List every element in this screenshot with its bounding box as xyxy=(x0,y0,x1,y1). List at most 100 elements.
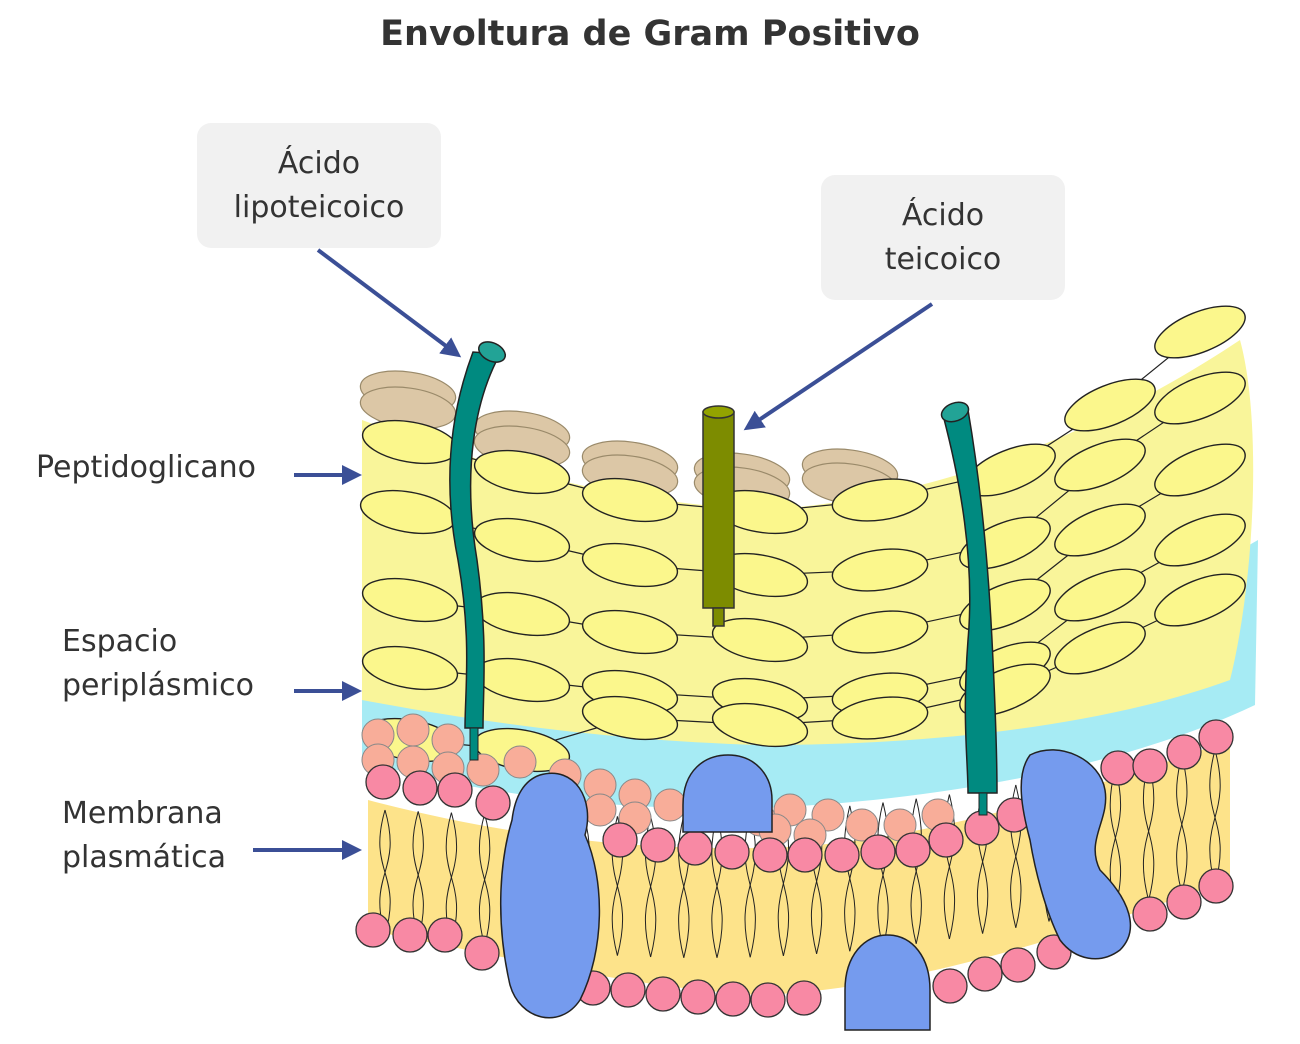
phospholipid-head xyxy=(602,822,638,858)
phospholipid-head xyxy=(475,785,511,821)
phospholipid-head xyxy=(1000,947,1036,983)
peptidoglycan-oval xyxy=(1054,438,1146,492)
peptidoglycan-oval xyxy=(1054,503,1146,557)
peptidoglycan-oval xyxy=(1154,305,1246,359)
phospholipid-head xyxy=(392,917,428,953)
lipid-tail xyxy=(412,811,424,939)
phospholipid-head xyxy=(752,837,788,873)
lipid-tail xyxy=(1109,768,1122,908)
callout-teichoic-line2: teicoico xyxy=(884,241,1002,277)
lta-fiber-left xyxy=(449,351,502,729)
lipid-tail xyxy=(478,813,491,946)
phospholipid-head xyxy=(365,764,401,800)
phospholipid-head xyxy=(714,834,750,870)
lipoteichoic-acid-fibers xyxy=(449,341,998,816)
membrane-protein xyxy=(499,772,601,1019)
peptidoglycan-oval xyxy=(1154,371,1246,425)
peptidoglycan-oval xyxy=(1154,513,1246,567)
phospholipid-head xyxy=(680,979,716,1015)
phospholipid-head xyxy=(677,830,713,866)
arrow-teichoic xyxy=(743,302,934,431)
phospholipid-head xyxy=(967,956,1003,992)
phospholipid-head xyxy=(964,810,1000,846)
phospholipid-head xyxy=(1166,884,1202,920)
lipid-tail xyxy=(844,805,856,952)
lta-fiber-right-top xyxy=(940,401,970,423)
callout-lipoteichoic-line1: Ácido xyxy=(277,145,361,181)
phospholipid-head xyxy=(928,822,964,858)
label-arrows xyxy=(253,248,934,860)
lipid-tail xyxy=(678,815,690,958)
peptidoglycan-oval xyxy=(1154,443,1246,497)
phospholipid-head xyxy=(932,968,968,1004)
label-periplasmic-line1: Espacio xyxy=(62,624,178,659)
phospholipid-head xyxy=(464,935,500,971)
peptidoglycan-oval xyxy=(1054,568,1146,622)
plasma-membrane xyxy=(355,713,1234,1031)
teichoic-rod-stem xyxy=(712,607,725,627)
phospholipid-head xyxy=(715,981,751,1017)
arrow-lipoteichoic xyxy=(316,248,462,358)
phospholipid-head xyxy=(466,753,500,787)
phospholipid-head xyxy=(845,808,879,842)
peptidoglycan-oval xyxy=(1154,573,1246,627)
lipid-tail xyxy=(1176,756,1188,893)
peptidoglycan-oval xyxy=(473,517,571,563)
lta-fiber-left-top xyxy=(478,341,506,363)
phospholipid-head xyxy=(1132,748,1168,784)
lipid-tail xyxy=(379,809,391,936)
phospholipid-head xyxy=(583,793,617,827)
peptidoglycan-oval xyxy=(831,478,929,522)
phospholipid-head xyxy=(786,980,822,1016)
phospholipid-head xyxy=(437,772,473,808)
peptidoglycan-oval xyxy=(581,695,679,741)
phospholipid-head xyxy=(787,837,823,873)
membrane-protein xyxy=(1020,749,1132,960)
callout-lipoteichoic-acid: Ácido lipoteicoico xyxy=(197,123,441,248)
membrane-protein xyxy=(844,934,931,1031)
periplasm-fill xyxy=(362,540,1258,809)
phospholipid-head xyxy=(503,745,537,779)
diagram-title: Envoltura de Gram Positivo xyxy=(380,14,920,54)
lipid-tail xyxy=(711,814,723,958)
label-peptidoglycan-text: Peptidoglicano xyxy=(36,450,256,485)
teichoic-rod-top xyxy=(702,405,735,419)
phospholipid-head xyxy=(653,788,687,822)
phospholipid-head xyxy=(895,832,931,868)
callout-teichoic-line1: Ácido xyxy=(901,197,985,233)
callout-teichoic-acid: Ácido teicoico xyxy=(821,175,1065,300)
phospholipid-head xyxy=(355,912,391,948)
lta-anchor-right xyxy=(978,792,988,816)
lta-fiber-right xyxy=(942,409,998,794)
callout-lipoteichoic-line2: lipoteicoico xyxy=(233,189,405,225)
phospholipid-head xyxy=(645,976,681,1012)
label-membrane-line1: Membrana xyxy=(62,796,223,831)
phospholipid-head xyxy=(427,917,463,953)
label-plasma-membrane: Membrana plasmática xyxy=(62,792,226,880)
label-peptidoglycan: Peptidoglicano xyxy=(36,446,256,490)
peptidoglycan-oval xyxy=(711,702,809,748)
peptidoglycan-oval xyxy=(361,645,459,691)
phospholipid-head xyxy=(1198,868,1234,904)
lipid-tail xyxy=(877,802,889,948)
peptidoglycan-oval xyxy=(581,477,679,523)
membrane-protein xyxy=(682,754,773,833)
phospholipid-head xyxy=(750,982,786,1018)
periplasmic-space-region xyxy=(362,540,1258,809)
lta-anchor-left xyxy=(469,727,479,761)
phospholipid-head xyxy=(640,827,676,863)
phospholipid-head xyxy=(1132,896,1168,932)
peptidoglycan-oval xyxy=(711,617,809,663)
phospholipid-head xyxy=(1198,719,1234,755)
peptidoglycan-oval xyxy=(1064,378,1156,432)
peptidoglycan-oval xyxy=(581,542,679,588)
lipid-tail xyxy=(1142,762,1155,901)
phospholipid-head xyxy=(396,713,430,747)
peptidoglycan-oval xyxy=(831,548,929,592)
phospholipid-head xyxy=(824,837,860,873)
phospholipid-head xyxy=(402,770,438,806)
peptidoglycan-oval xyxy=(581,609,679,655)
peptidoglycan-oval xyxy=(831,610,929,654)
phospholipid-head xyxy=(1100,750,1136,786)
